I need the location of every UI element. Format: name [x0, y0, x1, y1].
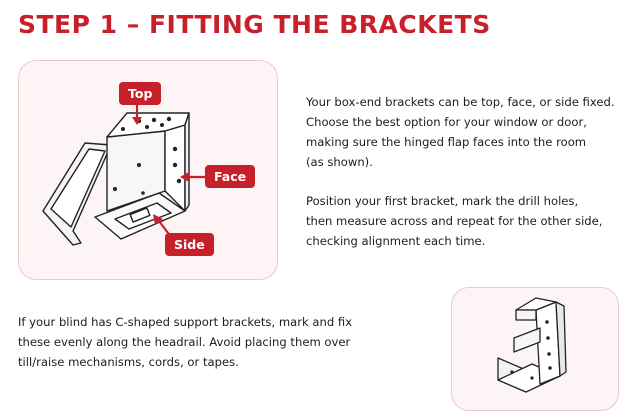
top-label: Top [119, 82, 162, 105]
c-bracket-illustration-card [451, 287, 619, 411]
face-label: Face [205, 165, 256, 188]
c-bracket-paragraph: If your blind has C-shaped support brack… [18, 315, 353, 369]
page-title: STEP 1 – FITTING THE BRACKETS [18, 10, 491, 39]
c-shaped-bracket-icon [497, 297, 567, 393]
fixing-options-paragraph: Your box-end brackets can be top, face, … [306, 95, 615, 169]
box-end-bracket-icon [42, 105, 205, 246]
bracket-illustration-card: Top Face Side [18, 60, 278, 280]
positioning-paragraph: Position your first bracket, mark the dr… [306, 194, 603, 248]
side-label: Side [165, 233, 214, 256]
